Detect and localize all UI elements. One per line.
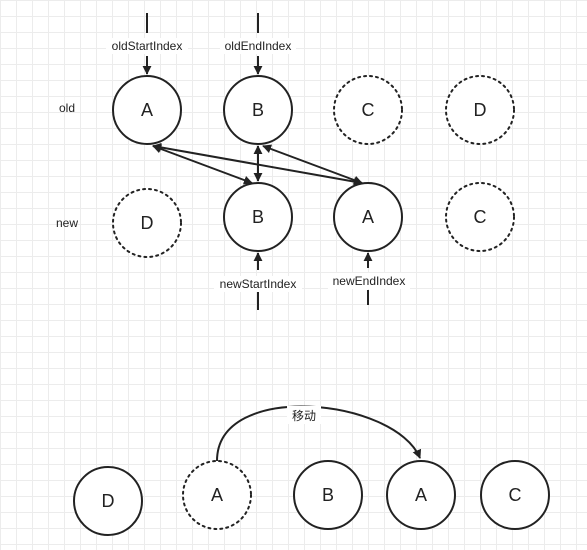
new-node-b-label: B: [252, 207, 264, 227]
comparison-arrows: [152, 142, 363, 187]
compare-old-end-new-end: [262, 144, 363, 185]
old-end-index-label: oldEndIndex: [225, 39, 292, 53]
new-end-index-label: newEndIndex: [333, 274, 406, 288]
old-node-a-label: A: [141, 100, 153, 120]
result-node-d-label: D: [102, 491, 115, 511]
old-node-c-label: C: [362, 100, 375, 120]
old-node-d-label: D: [474, 100, 487, 120]
old-start-index-label: oldStartIndex: [112, 39, 183, 53]
result-node-b: [293, 460, 363, 530]
result-node-b-label: B: [322, 485, 334, 505]
new-node-c: [445, 182, 515, 252]
new-sequence: D B A C: [112, 182, 515, 258]
new-node-a: [333, 182, 403, 252]
new-start-label-bg: [214, 276, 302, 292]
result-node-a-moved: [386, 460, 456, 530]
row-label-old: old: [59, 101, 75, 115]
move-label-bg: [287, 406, 321, 424]
old-end-label-bg: [220, 38, 296, 54]
old-node-c: [333, 75, 403, 145]
result-node-c-label: C: [509, 485, 522, 505]
index-pointers: oldStartIndex oldEndIndex newStartIndex …: [106, 13, 410, 310]
new-end-label-bg: [328, 273, 410, 289]
row-label-new: new: [56, 216, 78, 230]
old-node-a: [112, 75, 182, 145]
move-label: 移动: [292, 409, 316, 423]
result-node-a-vacated-label: A: [211, 485, 223, 505]
new-start-index-label: newStartIndex: [220, 277, 297, 291]
result-node-a-vacated: [182, 460, 252, 530]
old-node-d: [445, 75, 515, 145]
new-node-a-label: A: [362, 207, 374, 227]
compare-old-start-new-start: [152, 144, 253, 185]
new-node-c-label: C: [474, 207, 487, 227]
old-node-b-label: B: [252, 100, 264, 120]
result-sequence: D A B A C: [73, 460, 550, 536]
old-sequence: A B C D: [112, 75, 515, 145]
result-node-c: [480, 460, 550, 530]
result-node-d: [73, 466, 143, 536]
new-node-d-label: D: [141, 213, 154, 233]
new-node-d: [112, 188, 182, 258]
result-node-a-moved-label: A: [415, 485, 427, 505]
old-start-label-bg: [106, 38, 188, 54]
